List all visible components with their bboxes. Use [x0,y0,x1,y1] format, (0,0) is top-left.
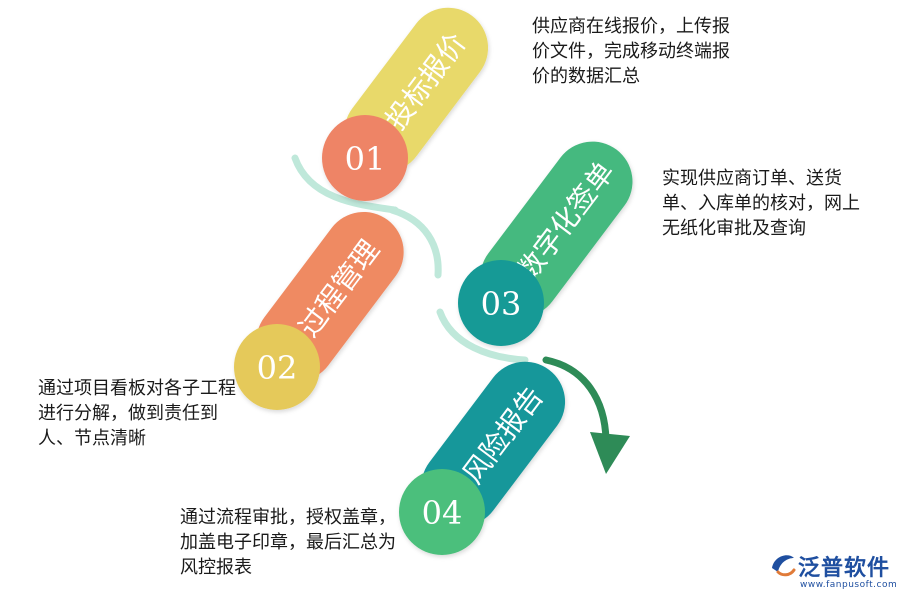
step-01-description: 供应商在线报价，上传报价文件，完成移动终端报价的数据汇总 [532,16,730,87]
brand-name: 泛普软件 [798,556,891,581]
direction-arrow [590,432,630,474]
connector-arc-3 [436,308,529,364]
brand-mark-icon [772,555,796,577]
step-04-number: 04 [422,494,463,532]
step-01-badge [322,115,408,201]
step-01-number: 01 [345,140,386,178]
step-03-description: 实现供应商订单、送货单、入库单的核对，网上无纸化审批及查询 [662,168,860,239]
brand-logo: 泛普软件 www.fanpusoft.com [768,548,897,594]
step-02: 过程管理 02 [234,211,404,410]
step-02-badge [234,324,320,410]
step-03: 数字化签单 03 [458,141,633,346]
step-04: 风险报告 04 [399,361,566,555]
connector-arc-1 [291,154,399,214]
step-02-description: 通过项目看板对各子工程进行分解，做到责任到人、节点清晰 [38,378,236,449]
step-04-description: 通过流程审批，授权盖章，加盖电子印章，最后汇总为风控报表 [180,507,396,578]
step-02-number: 02 [257,349,298,387]
step-01: 投标报价 01 [322,7,489,201]
step-03-badge [458,260,544,346]
step-04-badge [399,469,485,555]
connector-arc-2 [388,206,442,279]
brand-url: www.fanpusoft.com [800,580,898,590]
step-03-number: 03 [481,285,522,323]
connector-arc-4 [542,356,610,444]
